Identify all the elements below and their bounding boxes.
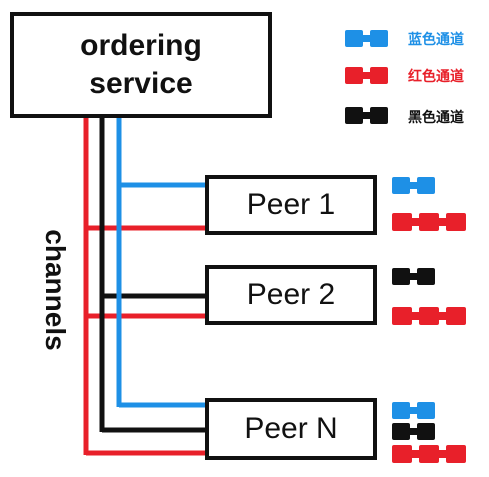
red-channel-lines — [83, 118, 205, 456]
peer-n-label: Peer N — [244, 412, 338, 445]
peer-n-box: Peer N — [205, 398, 377, 460]
black-chain-icon — [392, 423, 435, 440]
blue-channel-lines — [116, 118, 205, 408]
legend-red-chain-icon — [345, 67, 388, 84]
service-label-line1: ordering — [80, 29, 202, 62]
channels-label: channels — [40, 229, 71, 351]
peer-1-box: Peer 1 — [205, 175, 377, 235]
ordering-service-box: ordering service — [10, 12, 272, 118]
red-chain-icon — [392, 445, 466, 463]
peer-1-label: Peer 1 — [246, 188, 336, 221]
red-chain-icon — [392, 307, 466, 325]
peerN-channel-icons — [392, 402, 466, 463]
peer-2-label: Peer 2 — [246, 278, 336, 311]
legend-red-label: 红色通道 — [408, 68, 464, 84]
black-chain-icon — [392, 268, 435, 285]
legend-black-chain-icon — [345, 107, 388, 124]
legend-blue-chain-icon — [345, 30, 388, 47]
peer2-channel-icons — [392, 268, 466, 325]
legend-icons — [345, 30, 388, 124]
peer1-channel-icons — [392, 177, 466, 231]
service-label-line2: service — [89, 67, 193, 100]
blue-chain-icon — [392, 177, 435, 194]
red-chain-icon — [392, 213, 466, 231]
blue-chain-icon — [392, 402, 435, 419]
legend-black-label: 黑色通道 — [408, 109, 464, 125]
legend-blue-label: 蓝色通道 — [408, 31, 464, 47]
peer-2-box: Peer 2 — [205, 265, 377, 325]
